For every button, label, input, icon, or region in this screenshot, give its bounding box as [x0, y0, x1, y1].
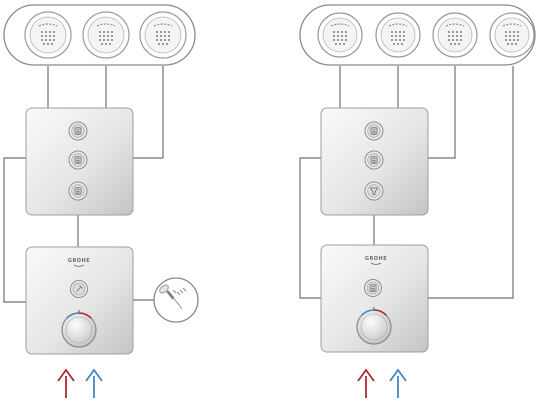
left-outlet-1	[24, 11, 72, 59]
left-diverter-button[interactable]	[70, 280, 88, 298]
funnel-glyph-icon	[369, 187, 379, 195]
left-logo-mark	[73, 264, 85, 267]
right-valve-button-2[interactable]	[364, 150, 384, 170]
hand-shower-glyph-icon	[76, 285, 83, 292]
left-brand-logo: GROHE	[68, 258, 90, 264]
outlet-glyph-icon	[74, 187, 82, 195]
shower-outlet-icon	[330, 23, 350, 46]
right-diverter-button[interactable]	[364, 279, 382, 297]
shower-outlet-icon	[388, 23, 408, 46]
right-outlet-1	[317, 12, 363, 58]
right-thermostat-panel	[320, 244, 429, 353]
right-valve-button-1[interactable]	[364, 121, 384, 141]
right-outlet-4	[489, 12, 535, 58]
outlet-glyph-icon	[370, 156, 378, 164]
right-hot-supply-arrow	[357, 368, 375, 398]
right-outlet-3	[432, 12, 478, 58]
right-pipes	[299, 66, 514, 299]
shower-outlet-icon	[153, 23, 173, 46]
left-outlet-3	[139, 11, 187, 59]
right-valve-button-3[interactable]	[364, 181, 384, 201]
left-valve-button-1[interactable]	[68, 121, 88, 141]
outlet-glyph-icon	[74, 127, 82, 135]
shower-outlet-icon	[38, 23, 58, 46]
outlet-glyph-icon	[74, 156, 82, 164]
right-outlet-2	[375, 12, 421, 58]
right-cold-supply-arrow	[389, 368, 407, 398]
left-outlet-2	[82, 11, 130, 59]
hand-shower-icon	[153, 277, 199, 323]
right-system: GROHE	[299, 4, 536, 398]
right-temperature-knob[interactable]	[356, 307, 392, 345]
left-thermostat-panel	[25, 246, 134, 355]
left-pipes	[3, 66, 164, 303]
left-hot-supply-arrow	[57, 368, 75, 398]
left-valve-button-3[interactable]	[68, 181, 88, 201]
shower-outlet-icon	[96, 23, 116, 46]
left-valve-button-2[interactable]	[68, 150, 88, 170]
left-system: GROHE	[3, 4, 199, 398]
right-logo-mark	[370, 262, 382, 265]
shower-outlet-icon	[445, 23, 465, 46]
left-cold-supply-arrow	[85, 368, 103, 398]
shower-outlet-icon	[502, 23, 522, 46]
outlet-glyph-icon	[369, 284, 377, 292]
left-temperature-knob[interactable]	[61, 310, 97, 348]
right-brand-logo: GROHE	[365, 256, 387, 262]
outlet-glyph-icon	[370, 127, 378, 135]
